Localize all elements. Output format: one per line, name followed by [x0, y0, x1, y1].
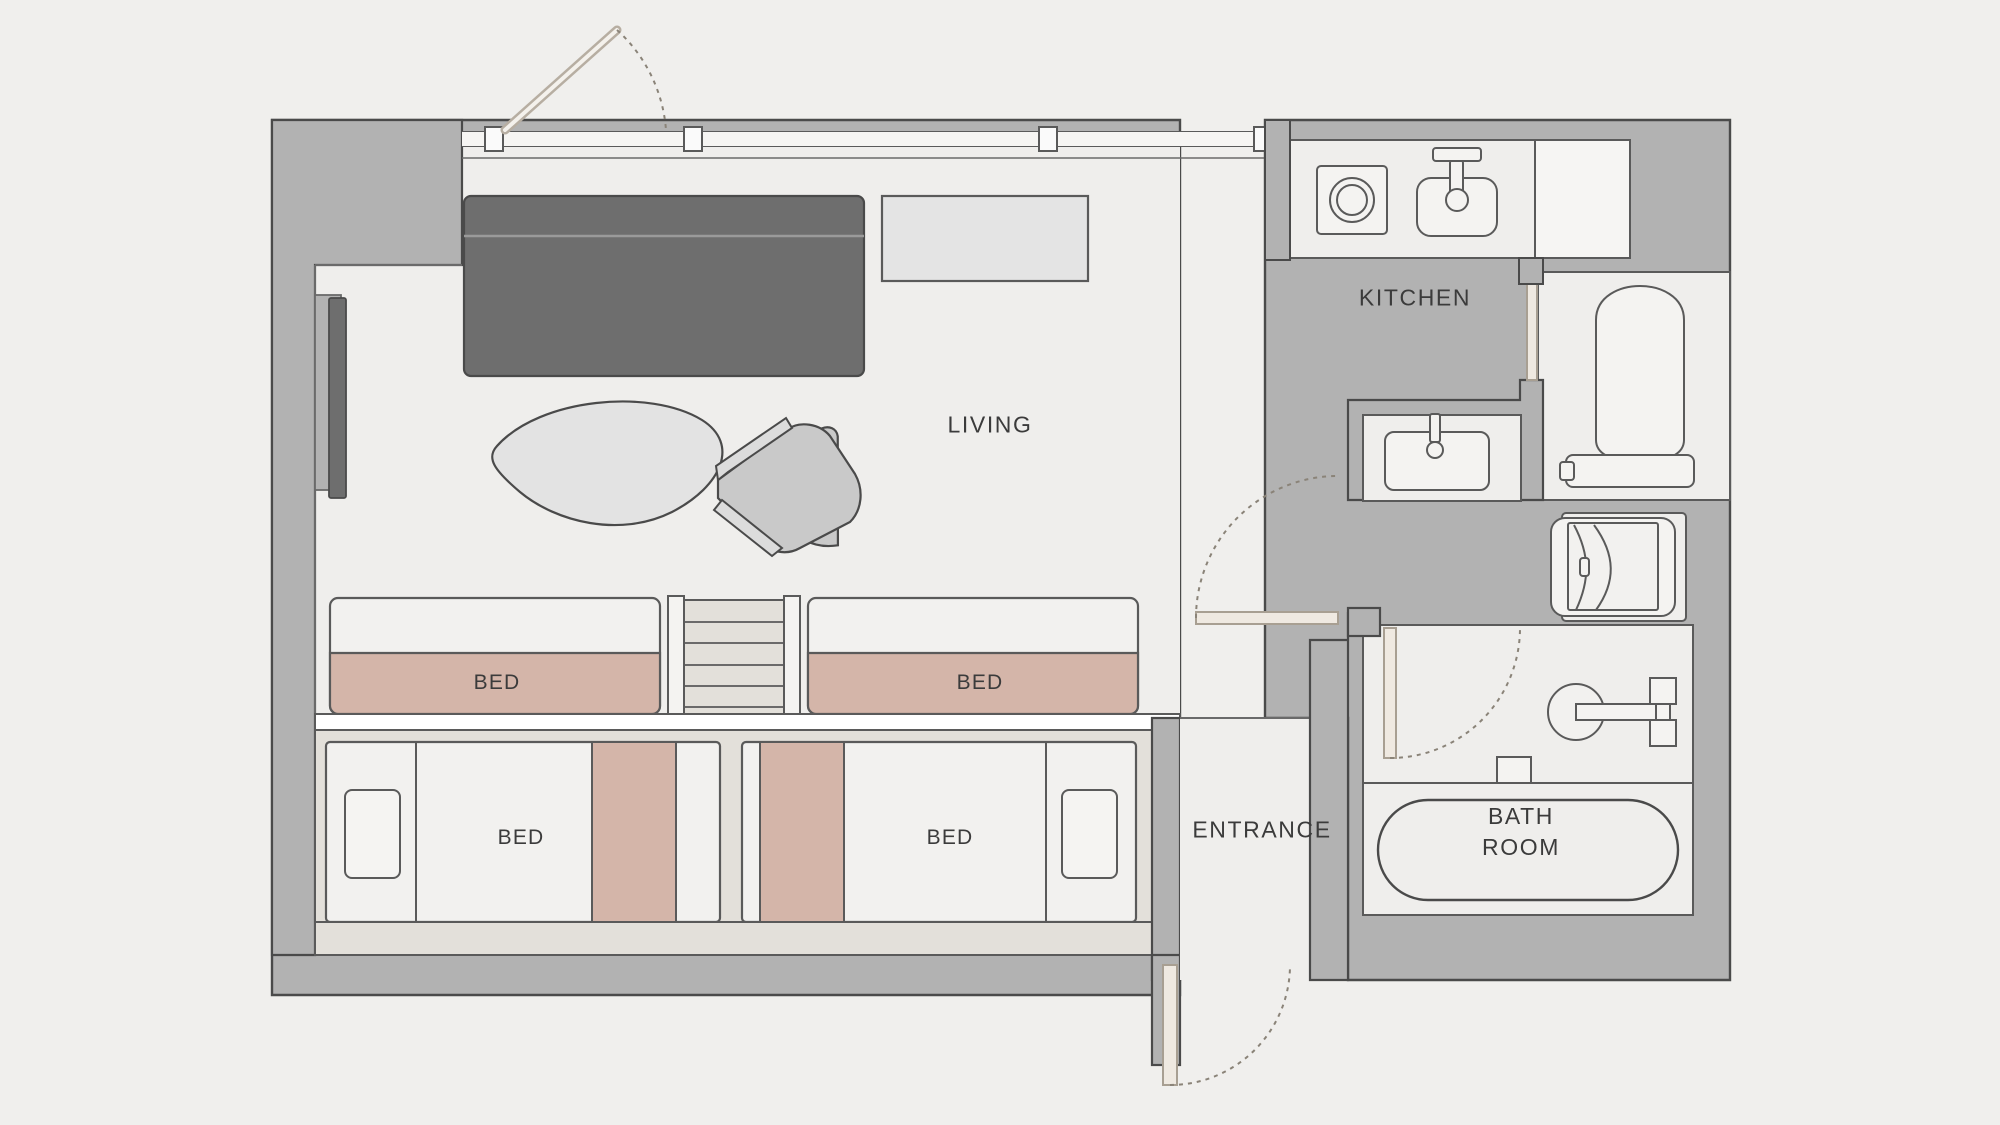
- vanity-room: [1346, 267, 1545, 502]
- bed-label-lower-right: BED: [926, 826, 974, 849]
- bed-label-upper-right: BED: [956, 671, 1004, 694]
- window-casement-swing: [500, 25, 667, 135]
- bathroom-zone: [1362, 624, 1694, 916]
- bunk-divider: [314, 713, 1181, 731]
- coffee-table: [491, 400, 724, 527]
- bed-lower-right: [740, 740, 1138, 924]
- entrance-door[interactable]: [1162, 964, 1291, 1086]
- hall-door[interactable]: [1195, 475, 1339, 625]
- washing-machine: [1550, 512, 1687, 622]
- side-table: [880, 194, 1090, 283]
- room-label-bathroom: BATH ROOM: [1482, 802, 1560, 860]
- bed-upper-left: [328, 596, 662, 716]
- kitchen-hall-wall: [1518, 257, 1544, 285]
- bathtub: [1376, 798, 1680, 902]
- room-label-living: LIVING: [947, 411, 1033, 438]
- kitchen-zone: [1264, 119, 1631, 261]
- armchair: [712, 416, 862, 558]
- bath-stool: [1496, 756, 1532, 784]
- entrance-partition: [1308, 606, 1382, 982]
- vanity-sink: [1384, 413, 1490, 491]
- room-label-entrance: ENTRANCE: [1192, 816, 1332, 843]
- room-label-kitchen: KITCHEN: [1358, 284, 1472, 311]
- bathroom-door[interactable]: [1383, 627, 1521, 759]
- bottom-platform-strip: [314, 921, 1181, 956]
- bed-label-lower-left: BED: [497, 826, 545, 849]
- toilet: [1559, 284, 1695, 488]
- wall-television: [314, 294, 347, 499]
- kitchen-sink: [1416, 147, 1498, 237]
- toilet-room: [1537, 271, 1731, 501]
- sofa: [462, 194, 866, 378]
- shower-head: [1547, 677, 1677, 747]
- bed-upper-right: [806, 596, 1140, 716]
- bed-label-upper-left: BED: [473, 671, 521, 694]
- staircase: [667, 595, 801, 729]
- bed-lower-left: [324, 740, 722, 924]
- stove-cooktop: [1316, 165, 1388, 235]
